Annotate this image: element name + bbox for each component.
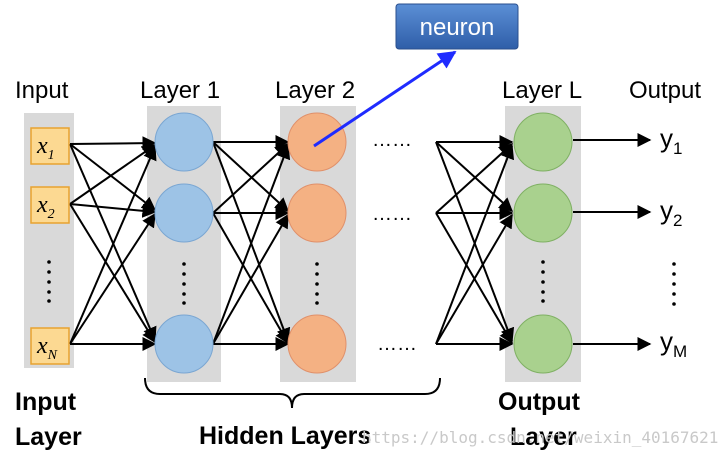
input-vertical-ellipsis	[47, 260, 51, 303]
layerL-vertical-ellipsis	[541, 260, 545, 303]
header-input: Input	[15, 77, 69, 104]
layer1-node-1	[154, 112, 214, 172]
layerL-node-2	[513, 183, 573, 243]
layerL-node-n	[513, 314, 573, 374]
output-y2-base: y	[660, 195, 673, 225]
output-y2-sub: 2	[673, 211, 682, 230]
neuron-callout-label: neuron	[420, 14, 495, 41]
input-x1-base: x	[36, 133, 48, 159]
label-input-layer-line2: Layer	[15, 423, 82, 451]
ellipsis-row-1: ……	[372, 129, 412, 151]
label-hidden-layers: Hidden Layers	[199, 422, 371, 450]
input-x1-sub: 1	[48, 148, 55, 163]
layer2-node-n	[287, 314, 347, 374]
header-output: Output	[629, 77, 701, 104]
svg-text:x2: x2	[36, 192, 55, 222]
output-y1-base: y	[660, 123, 673, 153]
layer2-node-1	[287, 112, 347, 172]
label-output-layer-line1: Output	[498, 388, 581, 416]
input-xn-sub: N	[47, 348, 58, 363]
svg-text:y2: y2	[660, 195, 682, 230]
output-y1-sub: 1	[673, 139, 682, 158]
input-box-x1	[30, 127, 70, 165]
layer1-node-2	[154, 183, 214, 243]
watermark: https://blog.csdn.net/weixin_40167621	[362, 428, 718, 447]
layer1-node-n	[154, 314, 214, 374]
input-x2-sub: 2	[48, 207, 55, 222]
svg-text:yM: yM	[660, 326, 687, 361]
layer1-vertical-ellipsis	[182, 262, 186, 305]
label-output-layer-line2: Layer	[510, 423, 577, 451]
layer2-vertical-ellipsis	[315, 262, 319, 305]
svg-text:y1: y1	[660, 123, 682, 158]
ellipsis-row-2: ……	[372, 203, 412, 225]
input-xn-base: x	[36, 333, 48, 359]
output-arrows	[573, 133, 652, 351]
connections-input-layer1	[69, 136, 157, 351]
output-ym-base: y	[660, 326, 673, 356]
connections-layer1-layer2	[212, 135, 291, 351]
neuron-callout-box	[395, 3, 519, 50]
label-input-layer-line1: Input	[15, 388, 77, 416]
input-box-x2	[30, 186, 70, 224]
svg-text:xN: xN	[36, 333, 58, 363]
input-x2-base: x	[36, 192, 48, 218]
ellipsis-row-n: ……	[377, 333, 417, 355]
header-layer2: Layer 2	[275, 77, 355, 104]
layer2-node-2	[287, 183, 347, 243]
input-box-xn	[30, 327, 70, 365]
neuron-callout-arrow	[313, 50, 457, 148]
header-layer1: Layer 1	[140, 77, 220, 104]
output-ym-sub: M	[673, 342, 687, 361]
layerL-node-1	[513, 112, 573, 172]
svg-text:x1: x1	[36, 133, 55, 163]
connections-layerN-layerL	[435, 135, 515, 351]
header-layerL: Layer L	[502, 77, 582, 104]
output-vertical-ellipsis	[672, 262, 676, 306]
hidden-layers-brace	[144, 377, 441, 409]
